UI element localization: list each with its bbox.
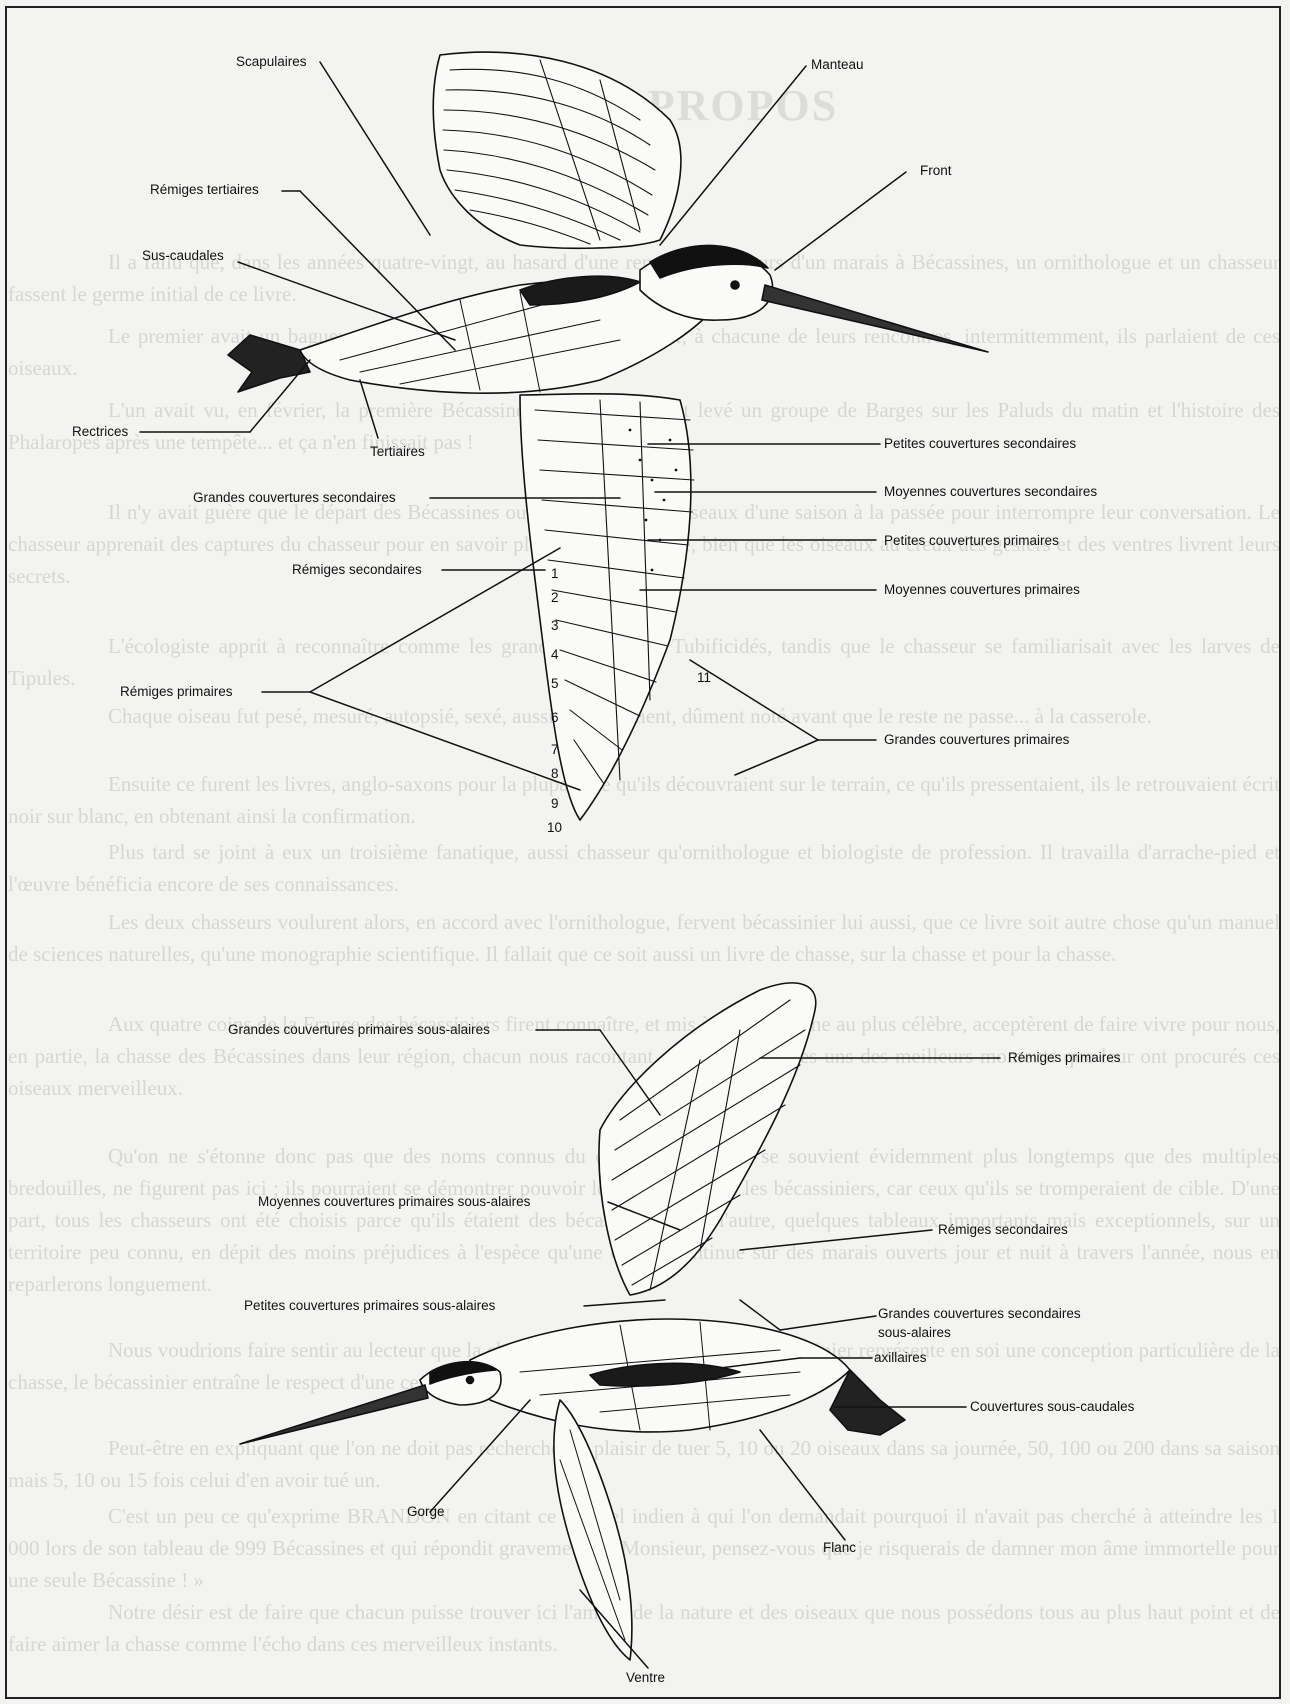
feather-number: 4 — [551, 647, 559, 662]
feather-number: 5 — [551, 676, 559, 691]
feather-number: 3 — [551, 618, 559, 633]
feather-number: 11 — [697, 670, 711, 685]
label-remiges-tertiaires: Rémiges tertiaires — [150, 182, 259, 197]
label-sus-caudales: Sus-caudales — [142, 248, 224, 263]
label-scapulaires: Scapulaires — [236, 54, 307, 69]
label-grandes-couvertures-secondaires-sous-alaires-line2: sous-alaires — [878, 1325, 951, 1340]
label-remiges-primaires: Rémiges primaires — [120, 684, 233, 699]
label-manteau: Manteau — [811, 57, 864, 72]
upper-bird-drawing — [228, 52, 988, 820]
label-moyennes-couvertures-secondaires: Moyennes couvertures secondaires — [884, 484, 1097, 499]
label-gorge: Gorge — [407, 1504, 445, 1519]
label-remiges-secondaires-lower: Rémiges secondaires — [938, 1222, 1068, 1237]
label-petites-couvertures-secondaires: Petites couvertures secondaires — [884, 436, 1076, 451]
label-petites-couvertures-primaires-sous-alaires: Petites couvertures primaires sous-alair… — [244, 1298, 495, 1313]
label-remiges-primaires-lower: Rémiges primaires — [1008, 1050, 1121, 1065]
feather-number: 8 — [551, 766, 559, 781]
feather-number: 6 — [551, 710, 559, 725]
label-grandes-couvertures-secondaires: Grandes couvertures secondaires — [193, 490, 396, 505]
feather-number: 1 — [551, 566, 559, 581]
label-ventre: Ventre — [626, 1670, 665, 1685]
label-couvertures-sous-caudales: Couvertures sous-caudales — [970, 1399, 1134, 1414]
feather-number: 10 — [547, 820, 562, 835]
feather-number: 2 — [551, 590, 559, 605]
label-grandes-couvertures-secondaires-sous-alaires: Grandes couvertures secondaires — [878, 1306, 1081, 1321]
label-tertiaires: Tertiaires — [370, 444, 425, 459]
label-moyennes-couvertures-primaires: Moyennes couvertures primaires — [884, 582, 1080, 597]
label-grandes-couvertures-primaires-sous-alaires: Grandes couvertures primaires sous-alair… — [228, 1022, 490, 1037]
label-moyennes-couvertures-primaires-sous-alaires: Moyennes couvertures primaires sous-alai… — [258, 1194, 530, 1209]
feather-number: 7 — [551, 742, 559, 757]
feather-number: 9 — [551, 796, 559, 811]
label-front: Front — [920, 163, 952, 178]
label-flanc: Flanc — [823, 1540, 856, 1555]
label-remiges-secondaires: Rémiges secondaires — [292, 562, 422, 577]
label-grandes-couvertures-primaires: Grandes couvertures primaires — [884, 732, 1069, 747]
label-rectrices: Rectrices — [72, 424, 128, 439]
lower-bird-drawing — [240, 983, 905, 1660]
label-axillaires: axillaires — [874, 1350, 927, 1365]
label-petites-couvertures-primaires: Petites couvertures primaires — [884, 533, 1059, 548]
